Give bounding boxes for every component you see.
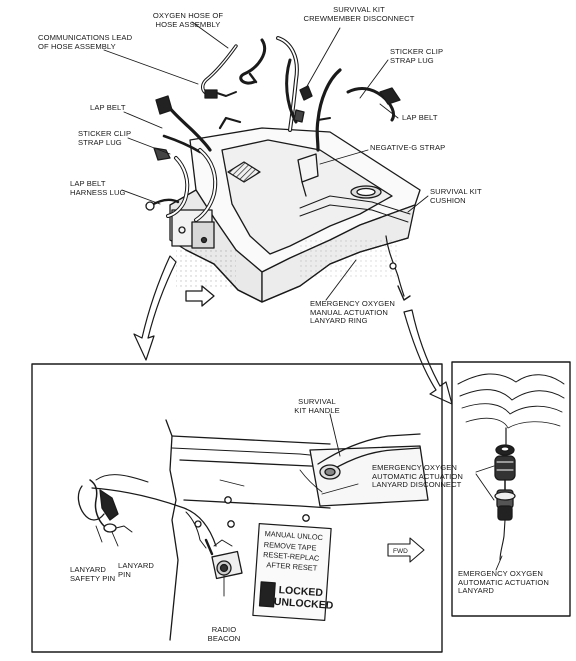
label-radio-beacon: RADIO BEACON [207, 625, 241, 643]
detail-box-right [451, 361, 571, 617]
label-lap-belt-right: LAP BELT [402, 113, 438, 122]
label-auto-lanyard: EMERGENCY OXYGEN AUTOMATIC ACTUATION LAN… [458, 569, 549, 596]
label-survival-kit-handle: SURVIVAL KIT HANDLE [294, 397, 340, 415]
label-lanyard-pin: LANYARD PIN [118, 561, 155, 579]
label-sticker-clip-right: STICKER CLIP STRAP LUG [390, 47, 444, 65]
survival-kit-handle [317, 413, 421, 480]
label-lap-belt-left: LAP BELT [90, 103, 126, 112]
placard-line-4: AFTER RESET [266, 560, 318, 573]
callout-arrow-right [403, 309, 453, 405]
placard-line-3: RESET-REPLAC [263, 550, 320, 563]
placard-line-2: REMOVE TAPE [264, 540, 317, 553]
fwd-arrow-upper [185, 285, 215, 307]
leader-lines-upper [103, 21, 429, 301]
survival-kit-body [169, 127, 421, 303]
label-lap-belt-harness-lug: LAP BELT HARNESS LUG [70, 179, 126, 197]
lanyard-cable [91, 474, 217, 556]
manual-lanyard-cord [385, 235, 405, 297]
disconnect-detail [457, 373, 565, 571]
placard-unlocked: UNLOCKED [273, 596, 334, 612]
label-emergency-manual-lanyard: EMERGENCY OXYGEN MANUAL ACTUATION LANYAR… [310, 299, 396, 326]
hose-assembly [145, 36, 401, 222]
placard-text: MANUAL UNLOC REMOVE TAPE RESET-REPLAC AF… [263, 529, 334, 612]
placard-line-1: MANUAL UNLOC [264, 529, 324, 542]
fwd-marker-text: FWD [393, 548, 408, 555]
callout-arrow-left [133, 255, 177, 361]
radio-beacon [211, 539, 243, 597]
manual-unlock-placard [252, 523, 332, 621]
detail-box-left [31, 363, 443, 653]
label-survival-kit-cushion: SURVIVAL KIT CUSHION [430, 187, 482, 205]
fwd-arrow-lower [387, 537, 425, 563]
label-negative-g-strap: NEGATIVE-G STRAP [370, 143, 446, 152]
lanyard-pin [77, 479, 133, 547]
label-survival-kit-disconnect: SURVIVAL KIT CREWMEMBER DISCONNECT [303, 5, 415, 23]
label-oxygen-hose: OXYGEN HOSE OF HOSE ASSEMBLY [152, 11, 224, 29]
leader-lines-lower [321, 483, 359, 495]
label-lanyard-safety-pin: LANYARD SAFETY PIN [70, 565, 116, 583]
label-communications-lead: COMMUNICATIONS LEAD OF HOSE ASSEMBLY [38, 33, 133, 51]
placard-locked: LOCKED [278, 584, 323, 599]
label-sticker-clip-left: STICKER CLIP STRAP LUG [78, 129, 132, 147]
label-auto-lanyard-disconnect: EMERGENCY OXYGEN AUTOMATIC ACTUATION LAN… [372, 463, 463, 490]
